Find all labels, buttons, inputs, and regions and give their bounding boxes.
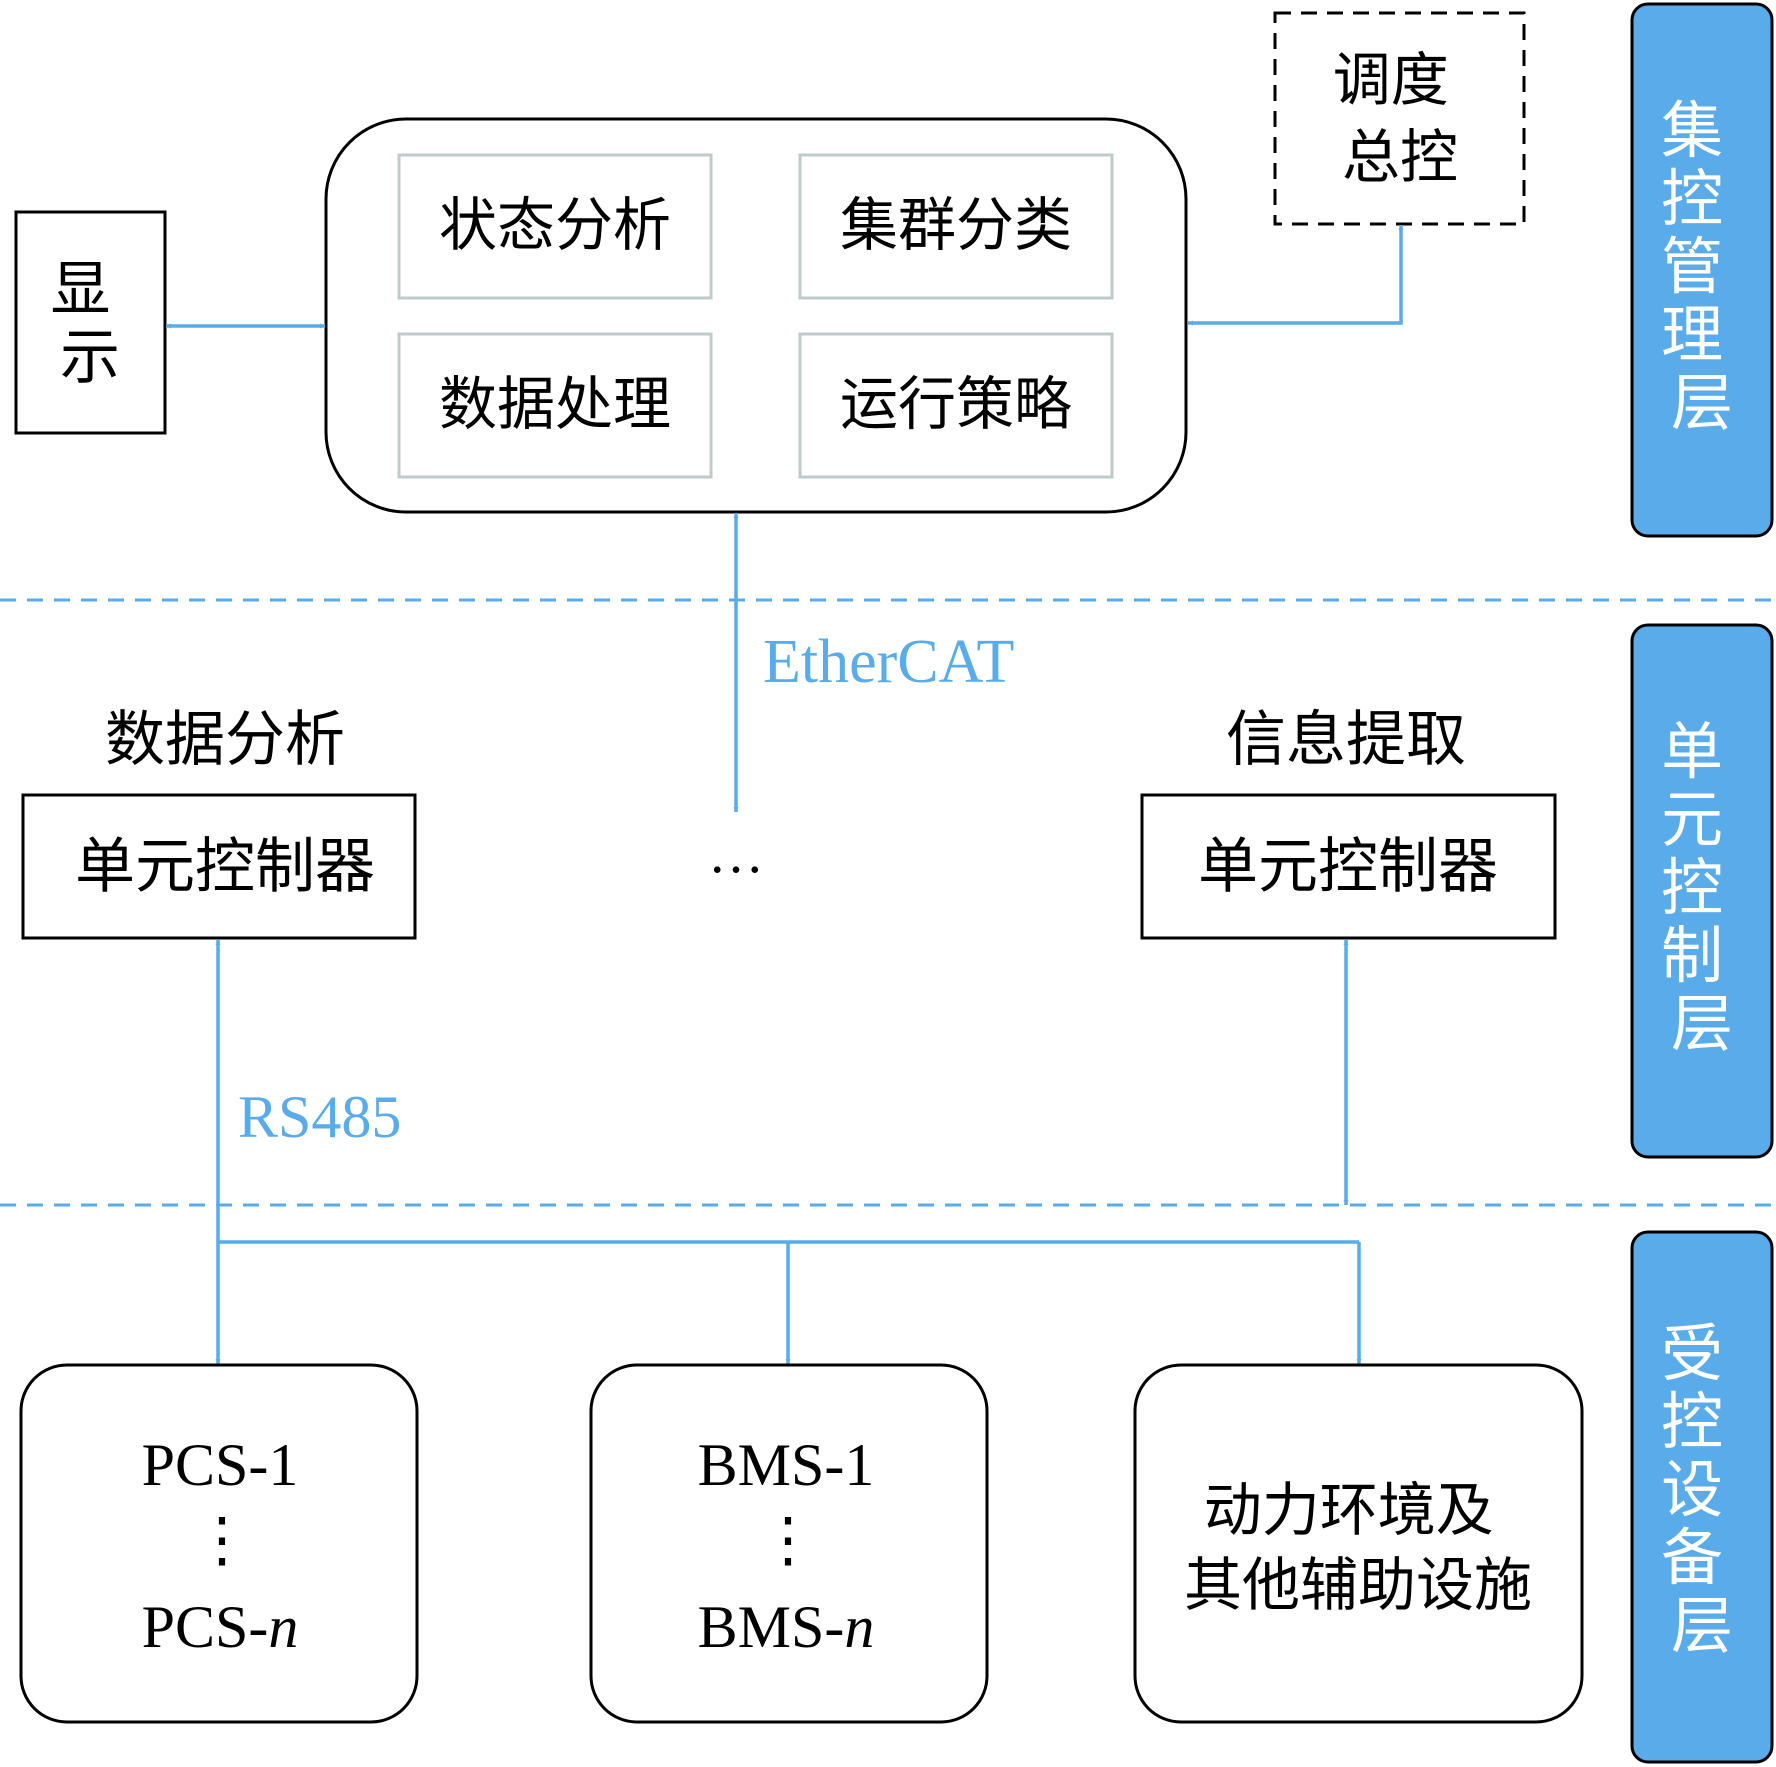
svg-text:单元控制器: 单元控制器 (75, 832, 375, 902)
right-unit-caption: 信息提取 (1226, 705, 1466, 775)
module-status-analysis: 状态分析 (397, 153, 713, 300)
svg-text:BMS-1: BMS-1 (698, 1432, 875, 1498)
ethercat-label: EtherCAT (763, 628, 1014, 696)
module-operation-strategy: 运行策略 (798, 332, 1114, 479)
svg-text:集群分类: 集群分类 (840, 191, 1072, 259)
svg-text:BMS-n: BMS-n (698, 1594, 875, 1660)
svg-text:PCS-n: PCS-n (142, 1594, 299, 1660)
svg-text:调度 总控: 调度 总控 (1333, 46, 1467, 191)
svg-text:数据处理: 数据处理 (439, 370, 671, 438)
svg-text:单元控制器: 单元控制器 (1198, 832, 1498, 902)
layer-label-unit: 单 元 控 制 层 (1661, 715, 1743, 1060)
svg-text:状态分析: 状态分析 (439, 191, 671, 259)
dispatch-link-arrow (1188, 225, 1404, 326)
layer-bar-unit: 单 元 控 制 层 (1630, 623, 1774, 1159)
right-unit-controller: 单元控制器 (1140, 793, 1557, 940)
svg-text:动力环境及 其他辅助设施: 动力环境及 其他辅助设施 (1184, 1476, 1532, 1619)
pcs-device-box: PCS-1 ⋮ PCS-n (19, 1363, 419, 1724)
layer-label-management: 集 控 管 理 层 (1661, 94, 1743, 439)
module-cluster-classification: 集群分类 (798, 153, 1114, 300)
svg-text:运行策略: 运行策略 (840, 370, 1072, 438)
svg-text:⋮: ⋮ (758, 1507, 818, 1573)
layer-label-device: 受 控 设 备 层 (1661, 1317, 1743, 1662)
unit-ellipsis: … (708, 823, 764, 885)
bms-device-box: BMS-1 ⋮ BMS-n (589, 1363, 989, 1724)
display-box: 显 示 (14, 210, 167, 435)
svg-text:PCS-1: PCS-1 (142, 1432, 299, 1498)
central-management-box: 状态分析 集群分类 数据处理 运行策略 (324, 117, 1188, 514)
svg-text:显 示: 显 示 (50, 255, 129, 393)
layer-bar-management: 集 控 管 理 层 (1630, 2, 1774, 538)
rs485-label: RS485 (238, 1084, 401, 1150)
auxiliary-facilities-box: 动力环境及 其他辅助设施 (1133, 1363, 1584, 1724)
left-unit-controller: 单元控制器 (21, 793, 417, 940)
layer-bar-device: 受 控 设 备 层 (1630, 1230, 1774, 1764)
module-data-processing: 数据处理 (397, 332, 713, 479)
left-unit-caption: 数据分析 (105, 705, 345, 775)
dispatch-control-box: 调度 总控 (1273, 11, 1526, 226)
svg-text:⋮: ⋮ (192, 1507, 252, 1573)
